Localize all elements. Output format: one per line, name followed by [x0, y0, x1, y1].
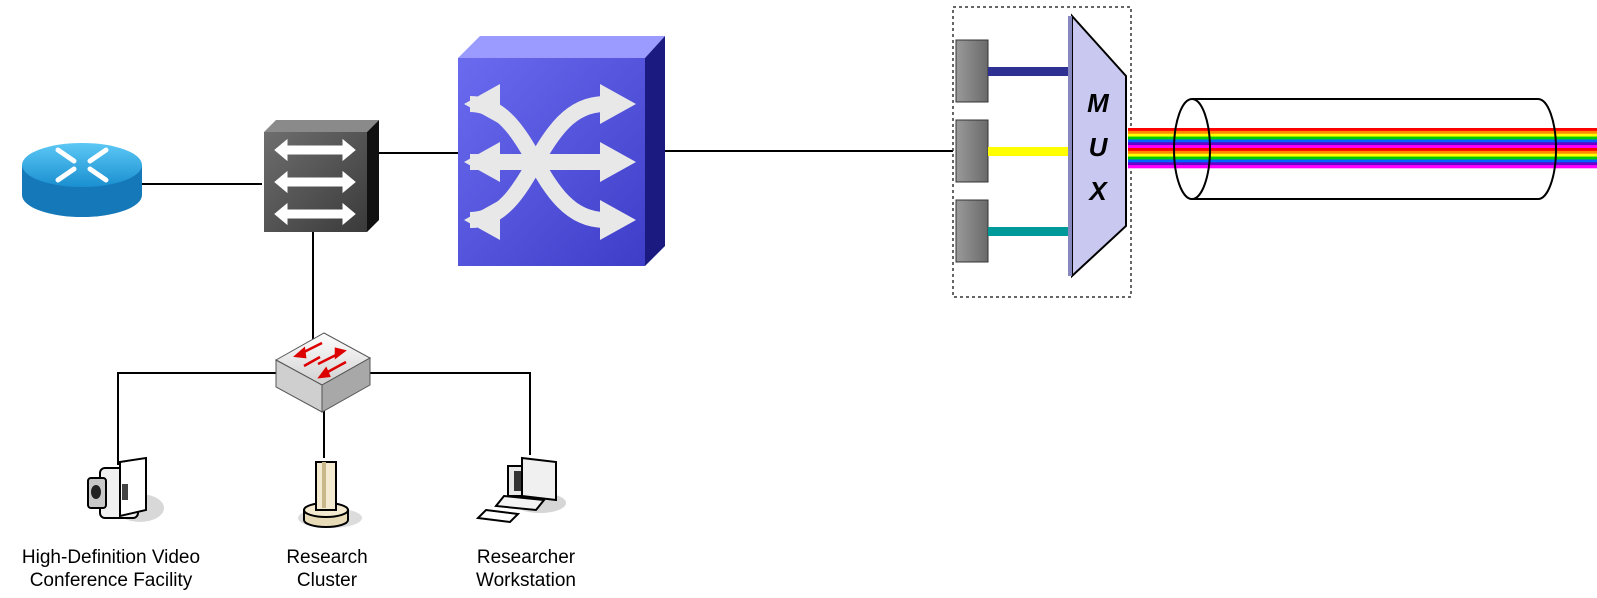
wavelength-stripe: [1128, 133, 1597, 137]
wavelength-stripe: [1128, 130, 1597, 135]
wavelength-stripe: [1128, 150, 1597, 155]
wavelength-band: [1128, 128, 1597, 169]
cluster-icon: [298, 461, 362, 528]
mux-port-2: [955, 119, 989, 183]
wavelength-stripe: [1128, 128, 1597, 132]
wavelength-stripe: [1128, 165, 1597, 169]
device-label-workstation-line2: Workstation: [476, 570, 576, 591]
wavelength-stripe: [1128, 139, 1597, 143]
fiber-cable-icon: [1128, 98, 1597, 200]
router-icon: [22, 143, 142, 217]
multilayer-switch-icon: [264, 120, 379, 232]
mux-letter-x: X: [1087, 176, 1108, 206]
mux-port-1: [955, 39, 989, 103]
wavelength-stripe: [1128, 145, 1597, 149]
wavelength-stripe: [1128, 162, 1597, 166]
wavelength-stripe: [1128, 136, 1597, 140]
device-label-cluster-line2: Cluster: [296, 570, 358, 591]
wavelength-stripe: [1128, 153, 1597, 157]
device-label-workstation: Researcher Workstation: [476, 546, 576, 592]
workgroup-switch-icon: [274, 332, 372, 413]
mux-channel-1: [988, 67, 1068, 76]
mux-channel-2: [988, 147, 1068, 156]
wavelength-stripe: [1128, 142, 1597, 146]
optical-cross-connect-icon: [458, 36, 665, 266]
device-label-video-line1: High-Definition Video: [21, 547, 201, 568]
mux-port-3: [955, 199, 989, 263]
device-label-cluster: Research Cluster: [286, 546, 367, 592]
workstation-icon: [475, 456, 566, 524]
mux-group: M U X: [952, 6, 1132, 298]
mux-letter-m: M: [1087, 88, 1110, 118]
video-camera-icon: [87, 456, 164, 522]
wavelength-stripe: [1128, 159, 1597, 163]
mux-channel-3: [988, 227, 1068, 236]
mux-letter-u: U: [1089, 132, 1109, 162]
wavelength-stripe: [1128, 156, 1597, 160]
device-label-video-line2: Conference Facility: [29, 570, 193, 591]
device-label-workstation-line1: Researcher: [476, 547, 576, 568]
device-label-video: High-Definition Video Conference Facilit…: [22, 546, 200, 592]
device-label-cluster-line1: Research: [286, 547, 368, 568]
wavelength-stripe: [1128, 148, 1597, 152]
